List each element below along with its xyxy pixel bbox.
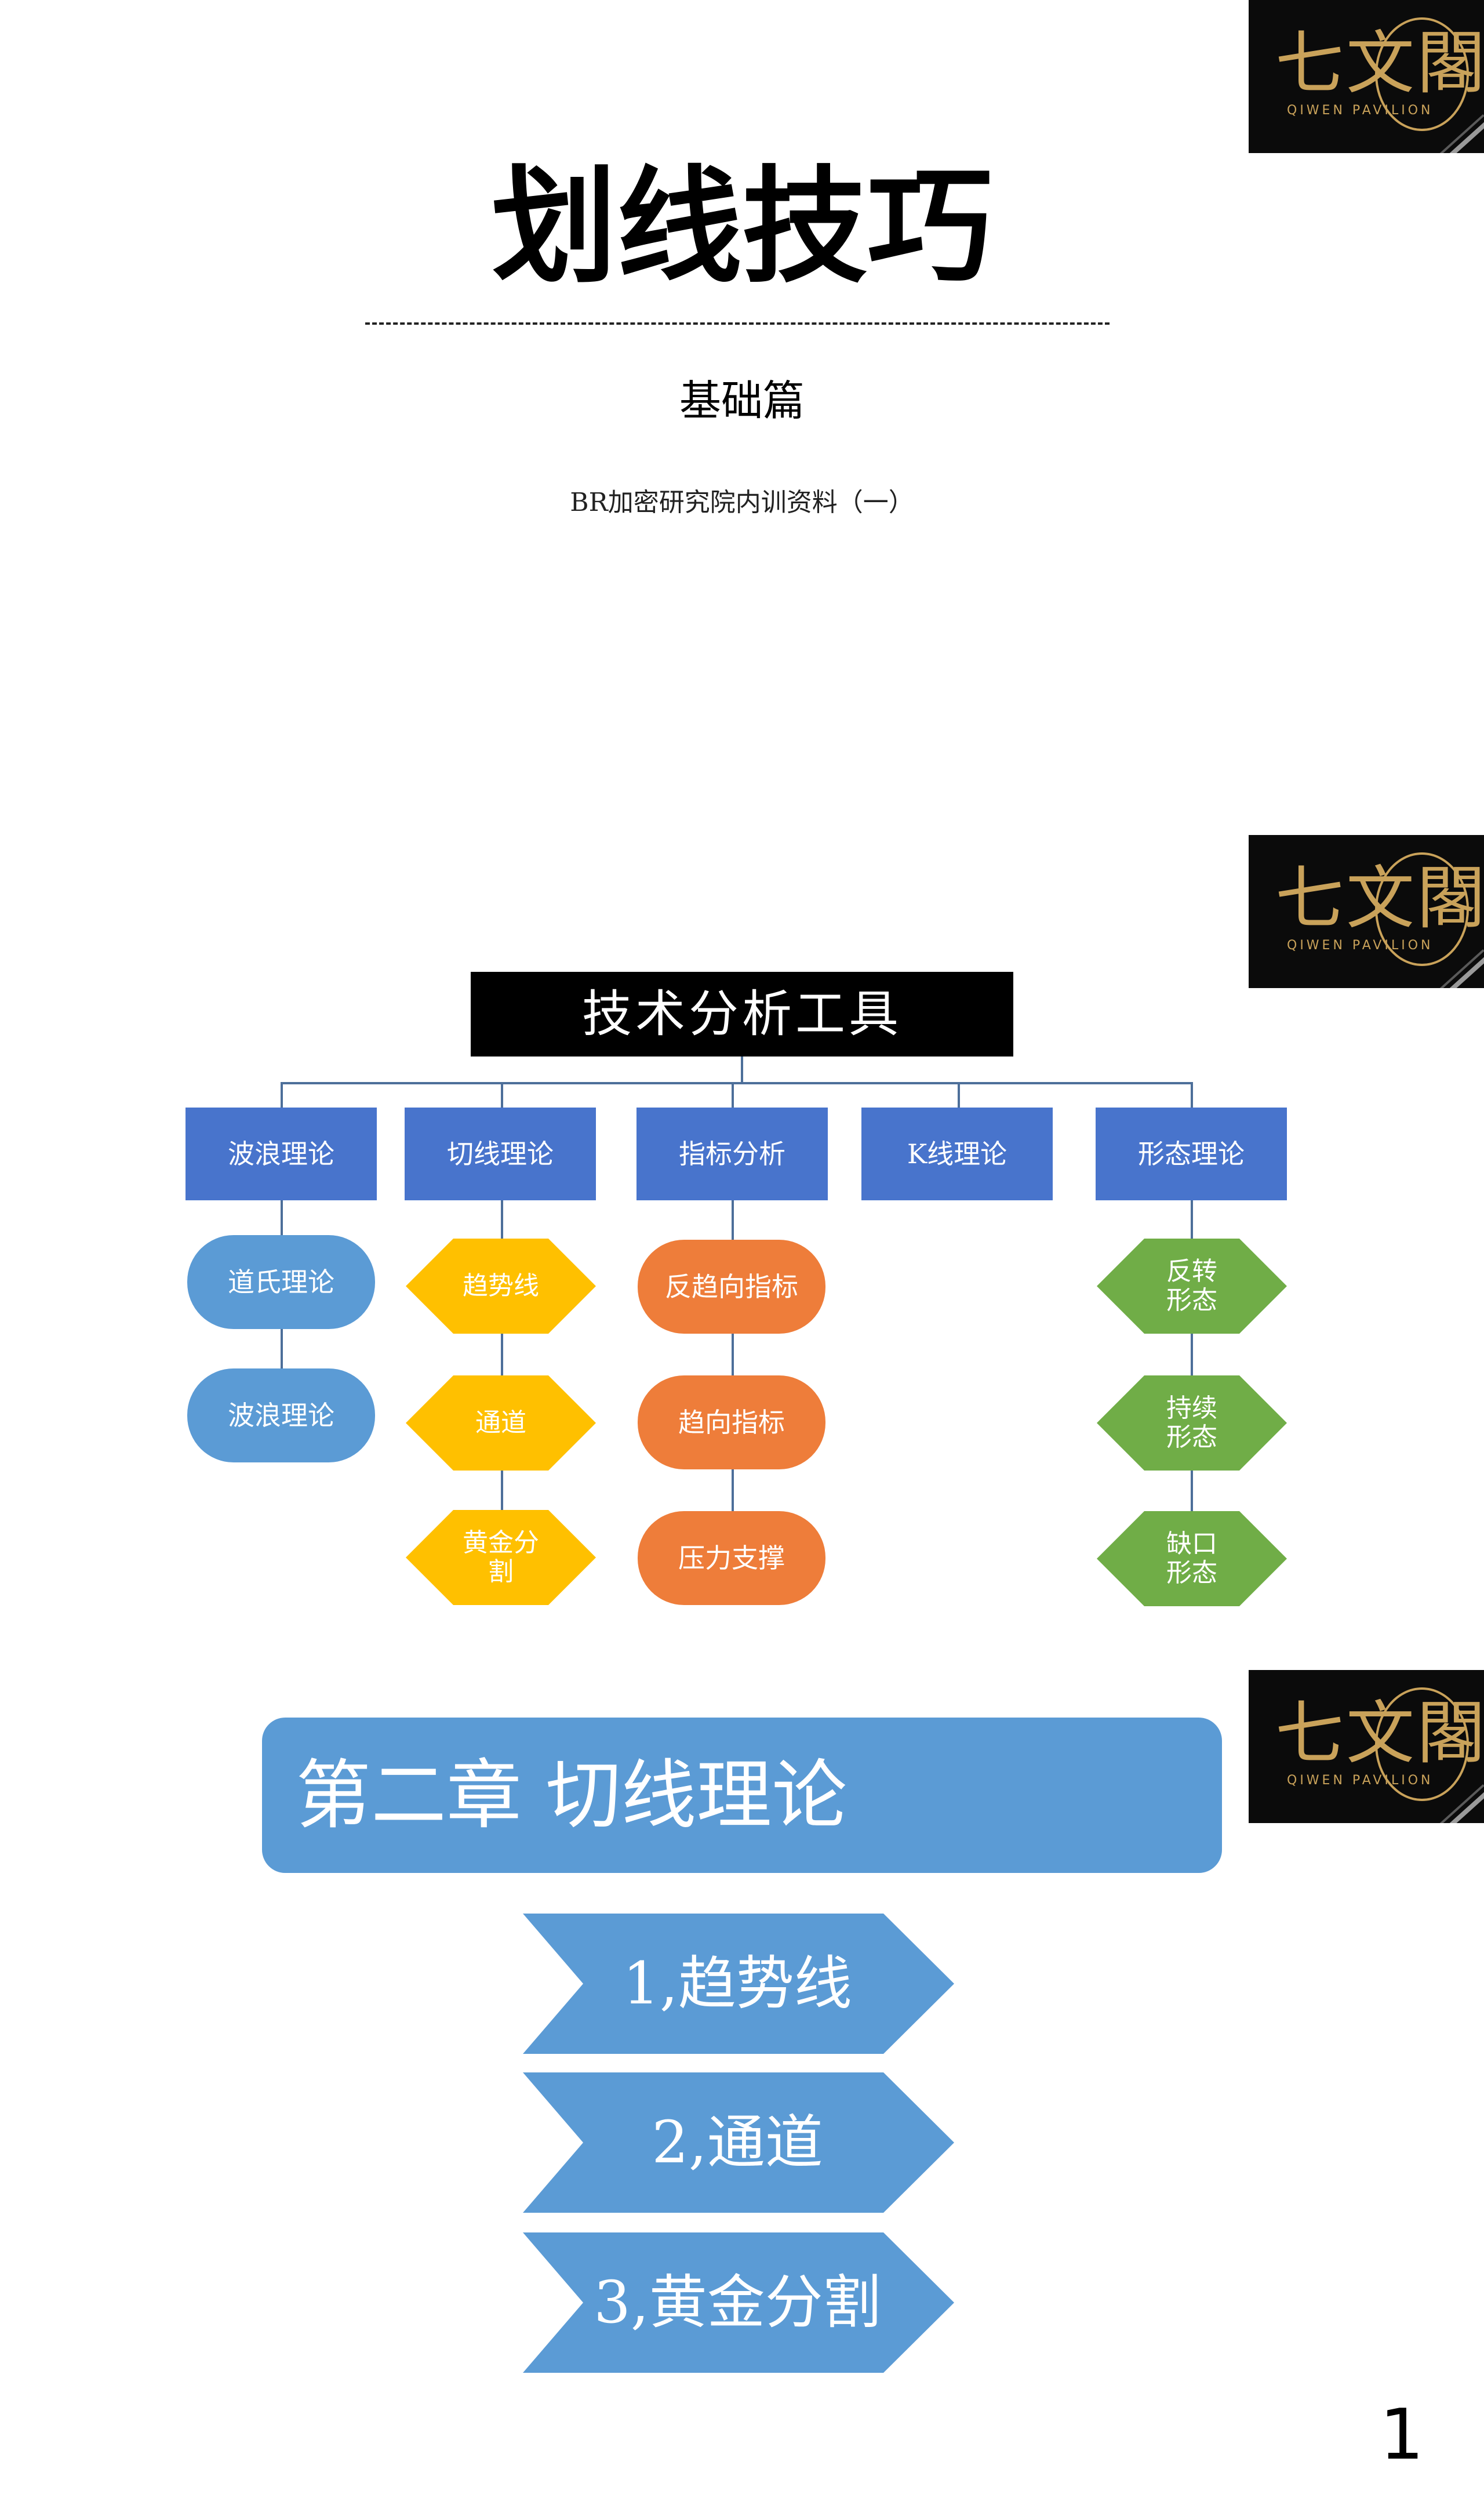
logo-characters: 七文閣 (1275, 858, 1484, 938)
node-gap-pattern: 缺口 形态 (1097, 1511, 1287, 1606)
logo-subtitle: QIWEN PAVILION (1287, 938, 1434, 953)
category-k-line-theory: K线理论 (861, 1108, 1053, 1200)
connector-line (1191, 1082, 1193, 1108)
node-counter-trend-indicator: 反趋向指标 (638, 1240, 825, 1334)
chapter-item-channel: 2,通道 (523, 2072, 954, 2213)
page-number: 1 (1380, 2395, 1424, 2475)
connector-line (958, 1082, 960, 1108)
logo-ring (1375, 852, 1469, 966)
chapter-title: 第二章 切线理论 (296, 1751, 848, 1839)
category-indicator-analysis: 指标分析 (636, 1108, 828, 1200)
node-reversal-pattern: 反转 形态 (1097, 1239, 1287, 1334)
logo-badge: 七文閣 QIWEN PAVILION (1249, 0, 1484, 153)
logo-characters: 七文閣 (1275, 1693, 1484, 1773)
page-subtitle: 基础篇 (679, 376, 805, 425)
connector-line (501, 1082, 503, 1108)
logo-subtitle: QIWEN PAVILION (1287, 1773, 1434, 1788)
node-support-resistance: 压力支撑 (638, 1511, 825, 1605)
node-trend-line: 趋势线 (406, 1239, 596, 1334)
connector-line (732, 1082, 734, 1108)
source-note: BR加密研究院内训资料（一） (570, 488, 914, 517)
node-wave-theory: 波浪理论 (187, 1368, 375, 1462)
connector-line (281, 1082, 1192, 1084)
page-title: 划线技巧 (491, 154, 992, 300)
node-golden-section: 黄金分 割 (406, 1510, 596, 1605)
category-wave-theory: 波浪理论 (186, 1108, 377, 1200)
node-channel: 通道 (406, 1375, 596, 1471)
chapter-item-trend-line: 1,趋势线 (523, 1914, 954, 2054)
category-pattern-theory: 形态理论 (1096, 1108, 1287, 1200)
logo-badge: 七文閣 QIWEN PAVILION (1249, 835, 1484, 988)
tree-root: 技术分析工具 (471, 972, 1013, 1057)
logo-badge: 七文閣 QIWEN PAVILION (1249, 1670, 1484, 1823)
category-tangent-theory: 切线理论 (405, 1108, 596, 1200)
connector-line (1191, 1200, 1193, 1512)
logo-ring (1375, 1687, 1469, 1801)
node-trend-indicator: 趋向指标 (638, 1375, 825, 1469)
chapter-item-golden-section: 3,黄金分割 (523, 2232, 954, 2373)
connector-line (281, 1082, 283, 1108)
logo-characters: 七文閣 (1275, 23, 1484, 103)
node-dow-theory: 道氏理论 (187, 1235, 375, 1329)
connector-line (732, 1200, 734, 1511)
logo-ring (1375, 17, 1469, 131)
connector-line (501, 1200, 503, 1510)
chapter-heading: 第二章 切线理论 (262, 1718, 1222, 1873)
node-continuation-pattern: 持续 形态 (1097, 1375, 1287, 1471)
connector-line (741, 1057, 743, 1083)
dashed-divider (365, 322, 1110, 325)
logo-subtitle: QIWEN PAVILION (1287, 103, 1434, 118)
